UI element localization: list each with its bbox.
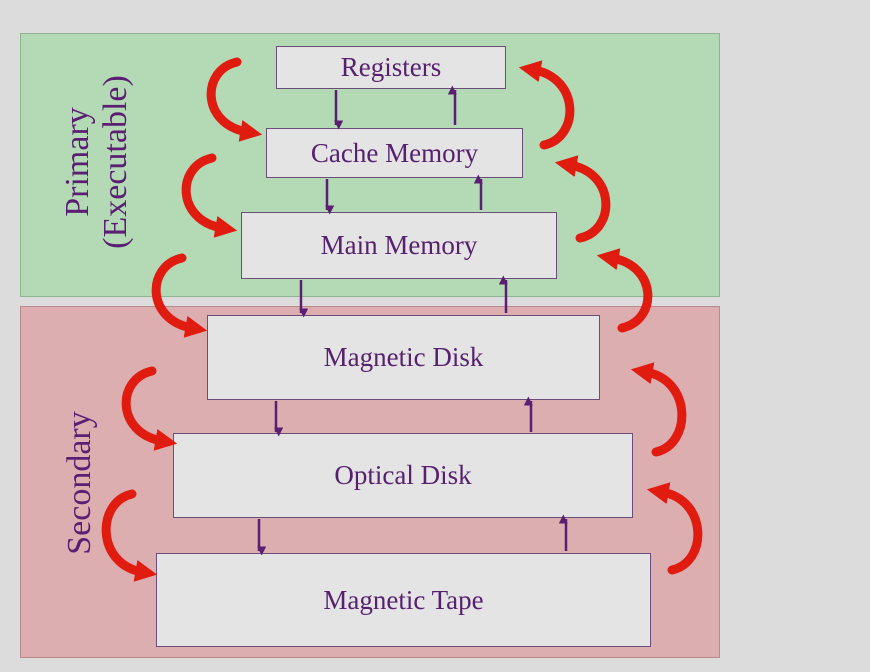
right-curved-arrow-1 xyxy=(518,60,575,150)
right-curved-arrow-3 xyxy=(596,248,653,333)
level-magnetic-disk: Magnetic Disk xyxy=(207,315,600,400)
level-main-memory: Main Memory xyxy=(241,212,557,279)
left-curved-arrow-3 xyxy=(151,253,208,338)
transfer-arrows xyxy=(257,85,568,556)
level-registers: Registers xyxy=(276,46,506,89)
curved-arrows xyxy=(101,57,703,582)
right-curved-arrow-5 xyxy=(646,482,703,575)
level-optical-disk: Optical Disk xyxy=(173,433,633,518)
right-curved-arrow-2 xyxy=(554,155,611,243)
left-curved-arrow-1 xyxy=(206,57,263,142)
left-curved-arrow-5 xyxy=(101,489,158,582)
right-curved-arrow-4 xyxy=(630,362,687,457)
left-curved-arrow-2 xyxy=(181,153,238,238)
level-magnetic-tape: Magnetic Tape xyxy=(156,553,651,647)
left-curved-arrow-4 xyxy=(121,366,178,451)
level-cache-memory: Cache Memory xyxy=(266,128,523,178)
